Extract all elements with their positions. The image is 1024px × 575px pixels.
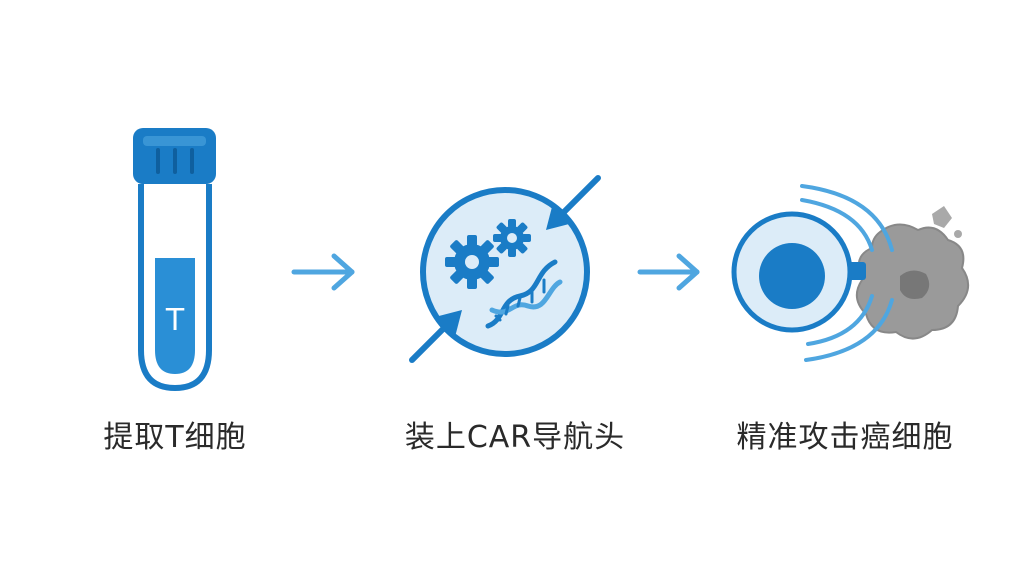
dna-icon — [485, 259, 563, 329]
nucleus — [759, 243, 825, 309]
cancer-cell-icon — [855, 206, 969, 340]
insert-arrow-icon — [409, 310, 462, 363]
step-label-extract-t-cells: 提取T细胞 — [103, 420, 247, 455]
insert-arrow-icon — [546, 175, 601, 230]
signal-waves-icon — [800, 184, 894, 362]
t-cell-attacking-cancer-icon — [731, 184, 969, 362]
tube-liquid — [155, 258, 195, 374]
small-gear-icon — [493, 219, 531, 257]
cancer-fragment — [932, 206, 952, 228]
cell-circle — [420, 187, 590, 357]
t-cell-icon — [731, 211, 866, 333]
cell-with-gears-dna-icon — [409, 175, 601, 363]
step-label-install-car: 装上CAR导航头 — [404, 420, 626, 455]
car-receptor — [848, 262, 866, 280]
arrow-right-icon — [291, 253, 355, 291]
tube-letter: T — [165, 303, 185, 338]
step-label-attack-cancer: 精准攻击癌细胞 — [736, 420, 954, 455]
gear-icon — [445, 235, 499, 289]
test-tube-icon: T — [133, 128, 216, 392]
arrow-right-icon — [637, 253, 700, 291]
